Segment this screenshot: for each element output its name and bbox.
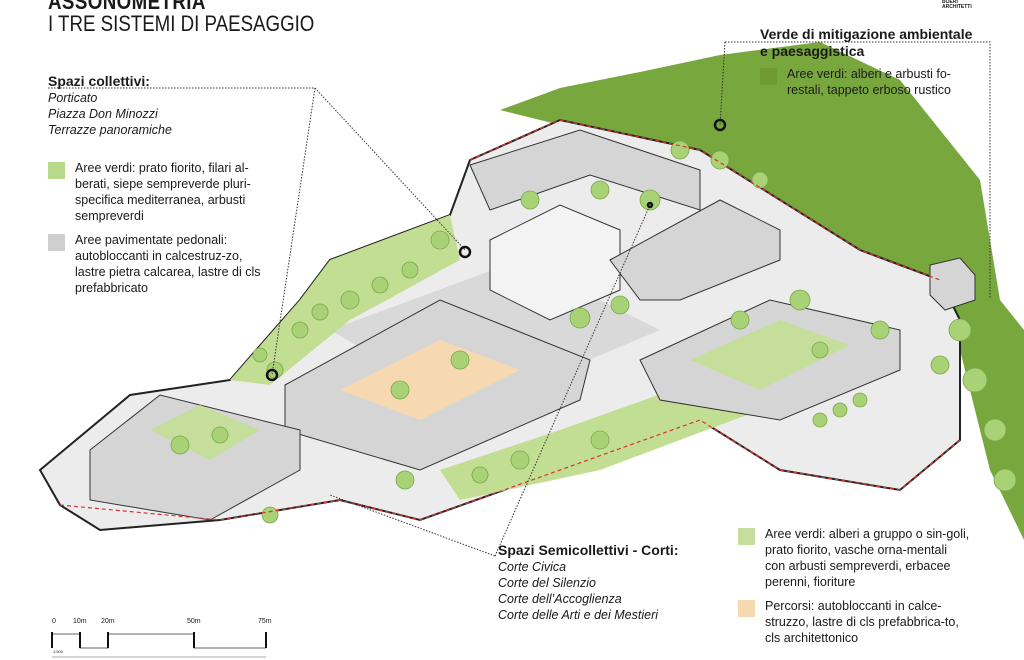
legend-text: Aree verdi: alberi a gruppo o sin-goli, … (765, 527, 970, 589)
building-north (469, 129, 701, 211)
courtyard-corte (150, 405, 260, 460)
scale-tick-label: 20m (101, 618, 115, 625)
legend-text: Percorsi: autobloccanti in calce-struzzo… (765, 599, 959, 645)
scale-ratio: 1:500 (53, 649, 64, 654)
peach-swatch-icon (738, 600, 755, 617)
lightgreen-swatch-icon (738, 528, 755, 545)
building-east (609, 199, 781, 301)
legend-item: Aree verdi: prato fiorito, filari al-ber… (48, 160, 278, 224)
legend-text: Aree verdi: prato fiorito, filari al-ber… (75, 161, 251, 223)
legend-heading: Verde di mitigazione ambientale e paesag… (760, 26, 973, 59)
logo-text: BOERI (942, 0, 958, 5)
marker-circles (265, 118, 727, 382)
trees (170, 140, 1017, 524)
building-tower (929, 257, 976, 311)
courtyard-corte (340, 340, 520, 420)
legend-collettivi: Spazi collettivi: Porticato Piazza Don M… (48, 73, 278, 296)
building-church (489, 204, 621, 321)
legend-item: Aree pavimentate pedonali: autobloccanti… (48, 232, 278, 296)
place: Corte Civica (498, 560, 567, 574)
place: Terrazze panoramiche (48, 123, 172, 137)
place: Piazza Don Minozzi (48, 107, 158, 121)
mitigation-green-area (500, 42, 1024, 540)
logo-text: ARCHITETTI (942, 4, 972, 10)
legend-heading: Spazi Semicollettivi - Corti: (498, 542, 679, 558)
courtyard-corte (690, 320, 850, 390)
legend-text: Aree verdi: alberi e arbusti fo-restali,… (787, 67, 951, 97)
title-line1: ASSONOMETRIA (48, 0, 206, 14)
legend-semicollettivi: Spazi Semicollettivi - Corti: Corte Civi… (498, 542, 728, 623)
legend-heading: Spazi collettivi: (48, 73, 150, 89)
scale-bar: 0 10m 20m 50m 75m 1:500 (48, 618, 278, 658)
boundary-line (59, 419, 961, 521)
leader-lines (48, 41, 991, 557)
legend-text: Aree pavimentate pedonali: autobloccanti… (75, 233, 261, 295)
scale-tick-label: 75m (258, 618, 272, 625)
olive-swatch-icon (760, 68, 777, 85)
scale-bar-graphic (51, 632, 267, 658)
boundary-line (469, 119, 941, 281)
scale-tick-label: 50m (187, 618, 201, 625)
place: Corte del Silenzio (498, 576, 596, 590)
legend-item: Percorsi: autobloccanti in calce-struzzo… (738, 598, 978, 646)
scale-tick-label: 10m (73, 618, 87, 625)
place: Corte delle Arti e dei Mestieri (498, 608, 659, 622)
scale-tick-label: 0 (52, 618, 56, 625)
green-swatch-icon (48, 162, 65, 179)
place: Corte dell’Accoglienza (498, 592, 622, 606)
gray-swatch-icon (48, 234, 65, 251)
place: Porticato (48, 91, 98, 105)
title-line2: I TRE SISTEMI DI PAESAGGIO (48, 11, 315, 36)
legend-item: Aree verdi: alberi a gruppo o sin-goli, … (738, 526, 978, 590)
legend-semicollettivi-items: Aree verdi: alberi a gruppo o sin-goli, … (738, 518, 978, 646)
legend-item: Aree verdi: alberi e arbusti fo-restali,… (760, 66, 980, 98)
legend-mitigazione: Verde di mitigazione ambientale e paesag… (760, 26, 980, 98)
